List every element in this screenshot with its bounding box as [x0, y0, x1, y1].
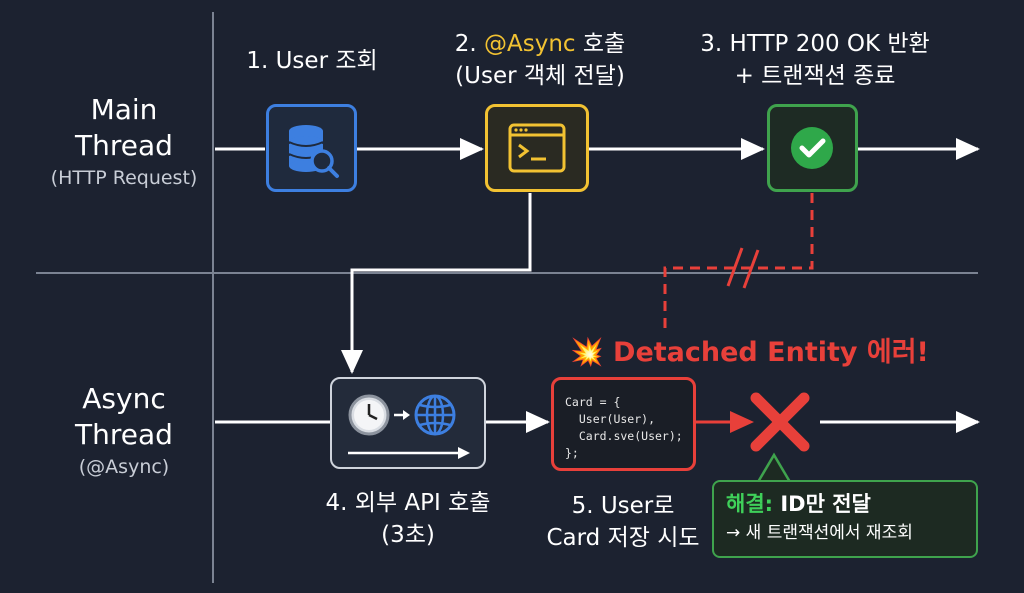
lane-title-line1: Async [82, 382, 166, 415]
transaction-end-dashed [663, 193, 814, 330]
code-line: Card = { [565, 395, 621, 409]
code-line: Card.sve(User); [565, 429, 683, 443]
lane-title-line2: Thread [75, 418, 173, 451]
error-text: Detached Entity 에러! [613, 337, 929, 368]
step4-label-line2: (3초) [381, 522, 435, 548]
main-thread-lane-title: Main Thread (HTTP Request) [40, 92, 208, 192]
solution-detail: → 새 트랜잭션에서 재조회 [726, 523, 913, 543]
step4-label: 4. 외부 API 호출 (3초) [298, 487, 518, 551]
clock-globe-icon [348, 394, 470, 459]
code-line: User(User), [565, 412, 656, 426]
step3-label-line2: + 트랜잭션 종료 [734, 63, 896, 89]
break-mark-1 [726, 247, 744, 287]
lane-title-line2: Thread [75, 129, 173, 162]
step3-box [767, 104, 858, 192]
step2-label: 2. @Async 호출 (User 객체 전달) [420, 28, 660, 92]
step2-label-highlight: @Async [484, 31, 576, 57]
solution-callout: 해결: ID만 전달 → 새 트랜잭션에서 재조회 [712, 480, 978, 558]
solution-title-prefix: 해결: [726, 492, 774, 516]
step5-label-line1: 5. User로 [571, 493, 675, 519]
callout-pointer [756, 452, 792, 483]
async-call-arrow [341, 193, 532, 374]
solution-title: 해결: ID만 전달 [726, 488, 964, 520]
step4-box [330, 377, 486, 469]
error-message: 💥 Detached Entity 에러! [570, 330, 929, 369]
step1-label: 1. User 조회 [246, 48, 378, 74]
step5-code-box: Card = { User(User), Card.sve(User); }; [551, 377, 696, 471]
lane-title-line1: Main [90, 93, 158, 126]
lane-subtitle: (HTTP Request) [50, 167, 198, 189]
step2-box [485, 104, 589, 192]
step1-box [266, 104, 357, 192]
async-thread-lane-title: Async Thread (@Async) [40, 381, 208, 481]
break-mark-2 [742, 249, 760, 289]
terminal-icon [508, 123, 566, 173]
step2-label-line2: (User 객체 전달) [455, 63, 625, 89]
step5-label: 5. User로 Card 저장 시도 [523, 490, 723, 554]
check-circle-icon [791, 127, 833, 169]
step4-label-line1: 4. 외부 API 호출 [325, 490, 491, 516]
explosion-icon: 💥 [570, 337, 604, 368]
database-search-icon [288, 125, 339, 178]
error-x-icon [750, 392, 810, 452]
step2-label-suffix: 호출 [575, 31, 626, 57]
code-line: }; [565, 446, 579, 460]
step3-label: 3. HTTP 200 OK 반환 + 트랜잭션 종료 [680, 28, 950, 92]
step5-label-line2: Card 저장 시도 [546, 525, 700, 551]
lane-subtitle: (@Async) [78, 456, 170, 478]
solution-title-rest: ID만 전달 [773, 492, 871, 516]
step2-label-prefix: 2. [454, 31, 485, 57]
step3-label-line1: 3. HTTP 200 OK 반환 [700, 31, 930, 57]
